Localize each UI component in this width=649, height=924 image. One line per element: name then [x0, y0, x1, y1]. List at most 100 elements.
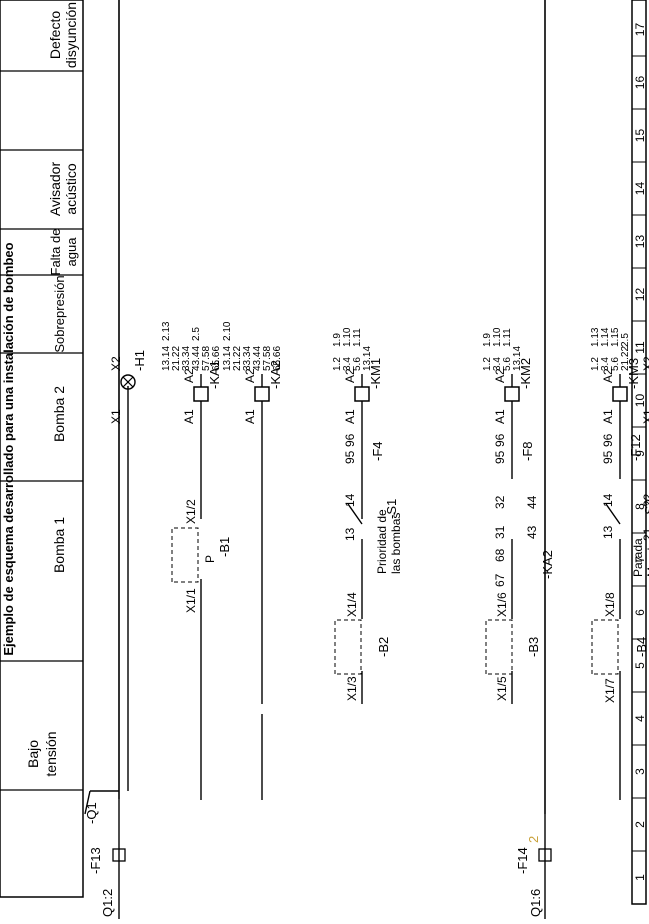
- ka1-22: 22: [641, 493, 649, 507]
- km1-xref-b: 1.10: [342, 327, 353, 347]
- f4-tag: -F4: [370, 442, 385, 462]
- column-number: 14: [633, 182, 647, 196]
- b1-dashbox: [171, 527, 199, 583]
- km1-a2: A2: [343, 368, 357, 383]
- km3-a2: A2: [601, 368, 615, 383]
- s2-tag: -S2: [642, 499, 649, 519]
- h1-lamp: [120, 374, 136, 390]
- section-header: Bajo tensión Bomba 1 Bomba 2 Sobrepresió…: [0, 0, 84, 898]
- ka2-xref-a: 43.44: [252, 346, 263, 371]
- km3-a1: A1: [601, 409, 615, 424]
- b4-tag: -B4: [634, 637, 649, 657]
- h1-x2: X2: [109, 356, 123, 371]
- column-number: 7: [633, 556, 647, 563]
- s2-13: 13: [601, 525, 615, 539]
- column-number: 15: [633, 129, 647, 143]
- b4-dashbox: [591, 619, 619, 675]
- km1-xref-a: 13.14: [362, 346, 373, 371]
- s1-label-1: Prioridad de: [375, 509, 389, 574]
- ka1-xref-b: 2.5: [191, 327, 202, 341]
- column-number: 2: [633, 821, 647, 828]
- km2-xref-a: 13.14: [512, 346, 523, 371]
- km1-a1: A1: [343, 409, 357, 424]
- b1-p: P: [203, 555, 217, 563]
- km3-xref-b: 2.5: [620, 333, 631, 347]
- section-label-falta-2: agua: [64, 237, 79, 267]
- column-number: 8: [633, 503, 647, 510]
- ka1-coil: [193, 386, 209, 402]
- fuse-f14-label: -F14: [515, 847, 530, 874]
- km3-xref-b: 1.15: [610, 327, 621, 347]
- q1-6-label: Q1:6: [528, 889, 543, 917]
- km1-coil: [354, 386, 370, 402]
- b2-dashbox: [334, 619, 362, 675]
- column-number: 6: [633, 609, 647, 616]
- km1-xref-b: 1.9: [332, 333, 343, 347]
- column-number: 16: [633, 76, 647, 90]
- ka1-xref-a: 33.34: [181, 346, 192, 371]
- s1-contact: [347, 503, 363, 525]
- ka2-a1: A1: [243, 409, 257, 424]
- s2-14: 14: [601, 493, 615, 507]
- ka2-xref-a: 65.66: [272, 346, 283, 371]
- ka2-a2: A2: [243, 368, 257, 383]
- h2-x1: X1: [641, 409, 649, 424]
- b3-left: X1/5: [495, 676, 509, 701]
- s2-contact: [605, 503, 621, 525]
- b1-right: X1/2: [184, 499, 198, 524]
- ka1-xref-a: 13.14: [161, 346, 172, 371]
- column-number: 5: [633, 662, 647, 669]
- ka1-xref-a: 43.44: [191, 346, 202, 371]
- q1-2-label: Q1:2: [100, 889, 115, 917]
- h1-tag: -H1: [132, 350, 147, 371]
- km2-xref-a: 1.2: [482, 357, 493, 371]
- km3-xref-b: 1.14: [600, 327, 611, 347]
- km3-coil: [612, 386, 628, 402]
- f8-96: 96: [493, 433, 507, 447]
- column-number: 12: [633, 288, 647, 302]
- b4-right: X1/8: [603, 592, 617, 617]
- ka1-xref-a: 21.22: [171, 346, 182, 371]
- km2-a1: A1: [493, 409, 507, 424]
- b4-left: X1/7: [603, 678, 617, 703]
- f8-95: 95: [493, 450, 507, 464]
- km2-xref-b: 1.11: [502, 328, 513, 347]
- f12-96: 96: [601, 433, 615, 447]
- ka1-tag: -KA1: [207, 360, 222, 389]
- ka2-xref-a: 21.22: [232, 346, 243, 371]
- column-number: 1: [633, 874, 647, 881]
- s2-label-2: Marcha: [645, 537, 649, 577]
- supply-block: [84, 790, 552, 919]
- column-number: 4: [633, 715, 647, 722]
- b1-tag: -B1: [217, 537, 232, 557]
- b2-right: X1/4: [345, 592, 359, 617]
- section-label-avisador-1: Avisador: [47, 162, 63, 217]
- km2-xref-a: 3.4: [492, 357, 503, 371]
- km2-a2: A2: [493, 368, 507, 383]
- km1-xref-a: 3.4: [342, 357, 353, 371]
- km3-xref-b: 1.13: [590, 327, 601, 347]
- column-number: 11: [633, 341, 647, 354]
- km2-coil: [504, 386, 520, 402]
- b3-tag: -B3: [526, 637, 541, 657]
- ka2-31: 31: [493, 525, 507, 539]
- column-strip: [631, 0, 647, 905]
- km2-xref-b: 1.9: [482, 333, 493, 347]
- ka2-68: 68: [493, 548, 507, 562]
- section-label-defecto-2: disyunción: [63, 2, 79, 68]
- h1-lamp-cross-b: [122, 376, 134, 388]
- s1-label-2: las bombas: [389, 513, 403, 574]
- branches: X1X2-H1A1A2-KA1X1/1X1/2-B1PA1A2-KA2A1A2-…: [109, 321, 649, 800]
- ka2-67: 67: [493, 573, 507, 587]
- ka2-32: 32: [493, 495, 507, 509]
- section-label-defecto-1: Defecto: [47, 11, 63, 59]
- section-label-falta-1: Falta de: [48, 229, 63, 276]
- section-label-bajo-1: Bajo: [25, 740, 41, 768]
- ka1-21: 21: [641, 527, 649, 541]
- page-title: Ejemplo de esquema desarrollado para una…: [1, 242, 16, 655]
- s1-13: 13: [343, 527, 357, 541]
- km3-xref-a: 3.4: [600, 357, 611, 371]
